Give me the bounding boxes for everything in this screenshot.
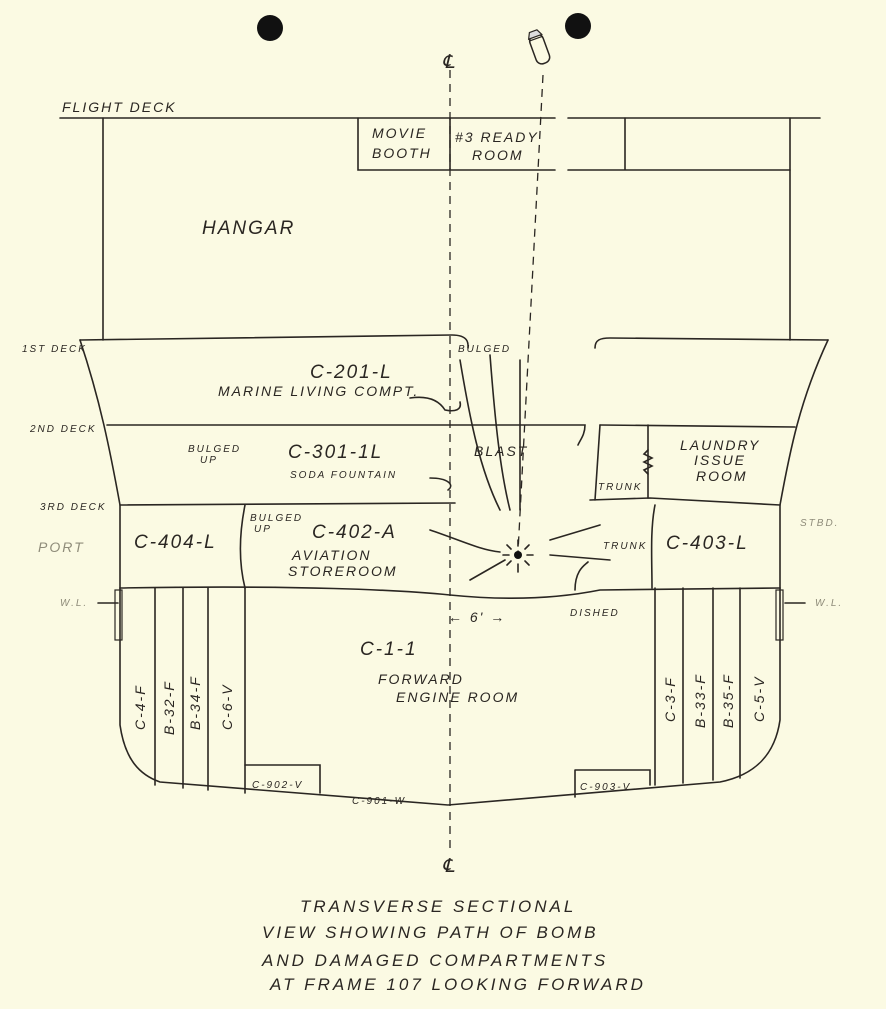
bulkheads [239, 504, 656, 589]
c11-label: C-1-1 [360, 639, 418, 660]
c404-label: C-404-L [134, 532, 217, 553]
flight-deck-label: FLIGHT DECK [62, 99, 177, 115]
first-deck-label: 1ST DECK [22, 344, 87, 355]
ready-room-label: #3 READY [455, 129, 539, 145]
torn-edge [429, 477, 452, 491]
c902-label: C-902-V [252, 780, 303, 791]
c11-name: FORWARD [378, 671, 464, 687]
c402-name: STOREROOM [288, 563, 398, 579]
c201-name: MARINE LIVING COMPT. [218, 383, 419, 399]
starboard-hull [779, 339, 829, 589]
tank-label: C-3-F [662, 676, 678, 722]
port-label: PORT [38, 539, 85, 555]
bulged-up-label: BULGED [188, 444, 241, 455]
waterline-belt [114, 589, 123, 641]
caption-line: VIEW SHOWING PATH OF BOMB [262, 923, 599, 942]
c901-label: C-901-W [352, 796, 406, 807]
laundry-label: ROOM [696, 468, 748, 484]
tank-label: C-5-V [751, 675, 767, 722]
c301-name: SODA FOUNTAIN [290, 470, 397, 481]
laundry-label: LAUNDRY [680, 437, 760, 453]
c201-label: C-201-L [310, 362, 393, 383]
third-deck-label: 3RD DECK [40, 502, 107, 513]
centerline-symbol: ℄ [442, 856, 456, 877]
movie-booth-label: MOVIE [372, 125, 427, 141]
third-deck-line [119, 497, 781, 506]
punch-hole [257, 15, 283, 41]
bulged-up-label: BULGED [250, 513, 303, 524]
waterline-label: W.L. [60, 598, 88, 609]
trunk-label: TRUNK [603, 541, 647, 552]
engine-room-top [119, 586, 781, 600]
zigzag-damage [642, 449, 654, 475]
centerline-symbol: ℄ [442, 52, 456, 73]
ready-room-label: ROOM [472, 147, 524, 163]
waterline-label: W.L. [815, 598, 843, 609]
second-deck-label: 2ND DECK [29, 424, 97, 435]
c301-label: C-301-1L [288, 442, 383, 463]
ready-room-boxes [357, 117, 791, 171]
stbd-label: STBD. [800, 518, 839, 529]
first-deck-line [79, 334, 829, 349]
bulged-up-label: UP [254, 524, 272, 535]
blast-label: BLAST [474, 443, 528, 459]
tank-bulkheads [154, 587, 741, 794]
caption-line: AND DAMAGED COMPARTMENTS [261, 951, 608, 970]
lower-hull [119, 587, 781, 806]
tank-label: B-32-F [161, 680, 177, 735]
bomb-icon [527, 29, 551, 65]
tank-label: B-35-F [720, 673, 736, 728]
distance-label: ← 6' → [448, 609, 506, 625]
double-bottom-boxes [244, 764, 651, 798]
c402-label: C-402-A [312, 522, 397, 543]
tank-label: C-4-F [132, 684, 148, 730]
caption-line: TRANSVERSE SECTIONAL [300, 897, 576, 916]
bomb-path [517, 74, 544, 553]
movie-booth-label: BOOTH [372, 145, 432, 161]
laundry-label: ISSUE [694, 452, 746, 468]
punch-hole [565, 13, 591, 39]
tank-label: C-6-V [219, 683, 235, 730]
second-deck-line [106, 424, 796, 446]
right-tank-labels: C-3-F B-33-F B-35-F C-5-V [662, 673, 767, 728]
explosion-icon [502, 539, 534, 573]
left-tank-labels: C-4-F B-32-F B-34-F C-6-V [132, 675, 235, 735]
c403-label: C-403-L [666, 533, 749, 554]
blast-damage-lines [429, 354, 611, 591]
c11-name: ENGINE ROOM [396, 689, 519, 705]
tank-label: B-34-F [187, 675, 203, 730]
port-hull [79, 339, 121, 589]
dished-label: DISHED [570, 608, 620, 619]
torn-edge [409, 396, 462, 412]
trunk-label: TRUNK [598, 482, 642, 493]
tank-label: B-33-F [692, 673, 708, 728]
caption-line: AT FRAME 107 LOOKING FORWARD [269, 975, 646, 994]
bulged-up-label: UP [200, 455, 218, 466]
c903-label: C-903-V [580, 782, 631, 793]
c402-name: AVIATION [291, 547, 372, 563]
bulged-label: BULGED [458, 344, 511, 355]
hangar-label: HANGAR [202, 218, 295, 239]
hangar-walls [102, 117, 791, 341]
trunk-walls [594, 424, 649, 501]
